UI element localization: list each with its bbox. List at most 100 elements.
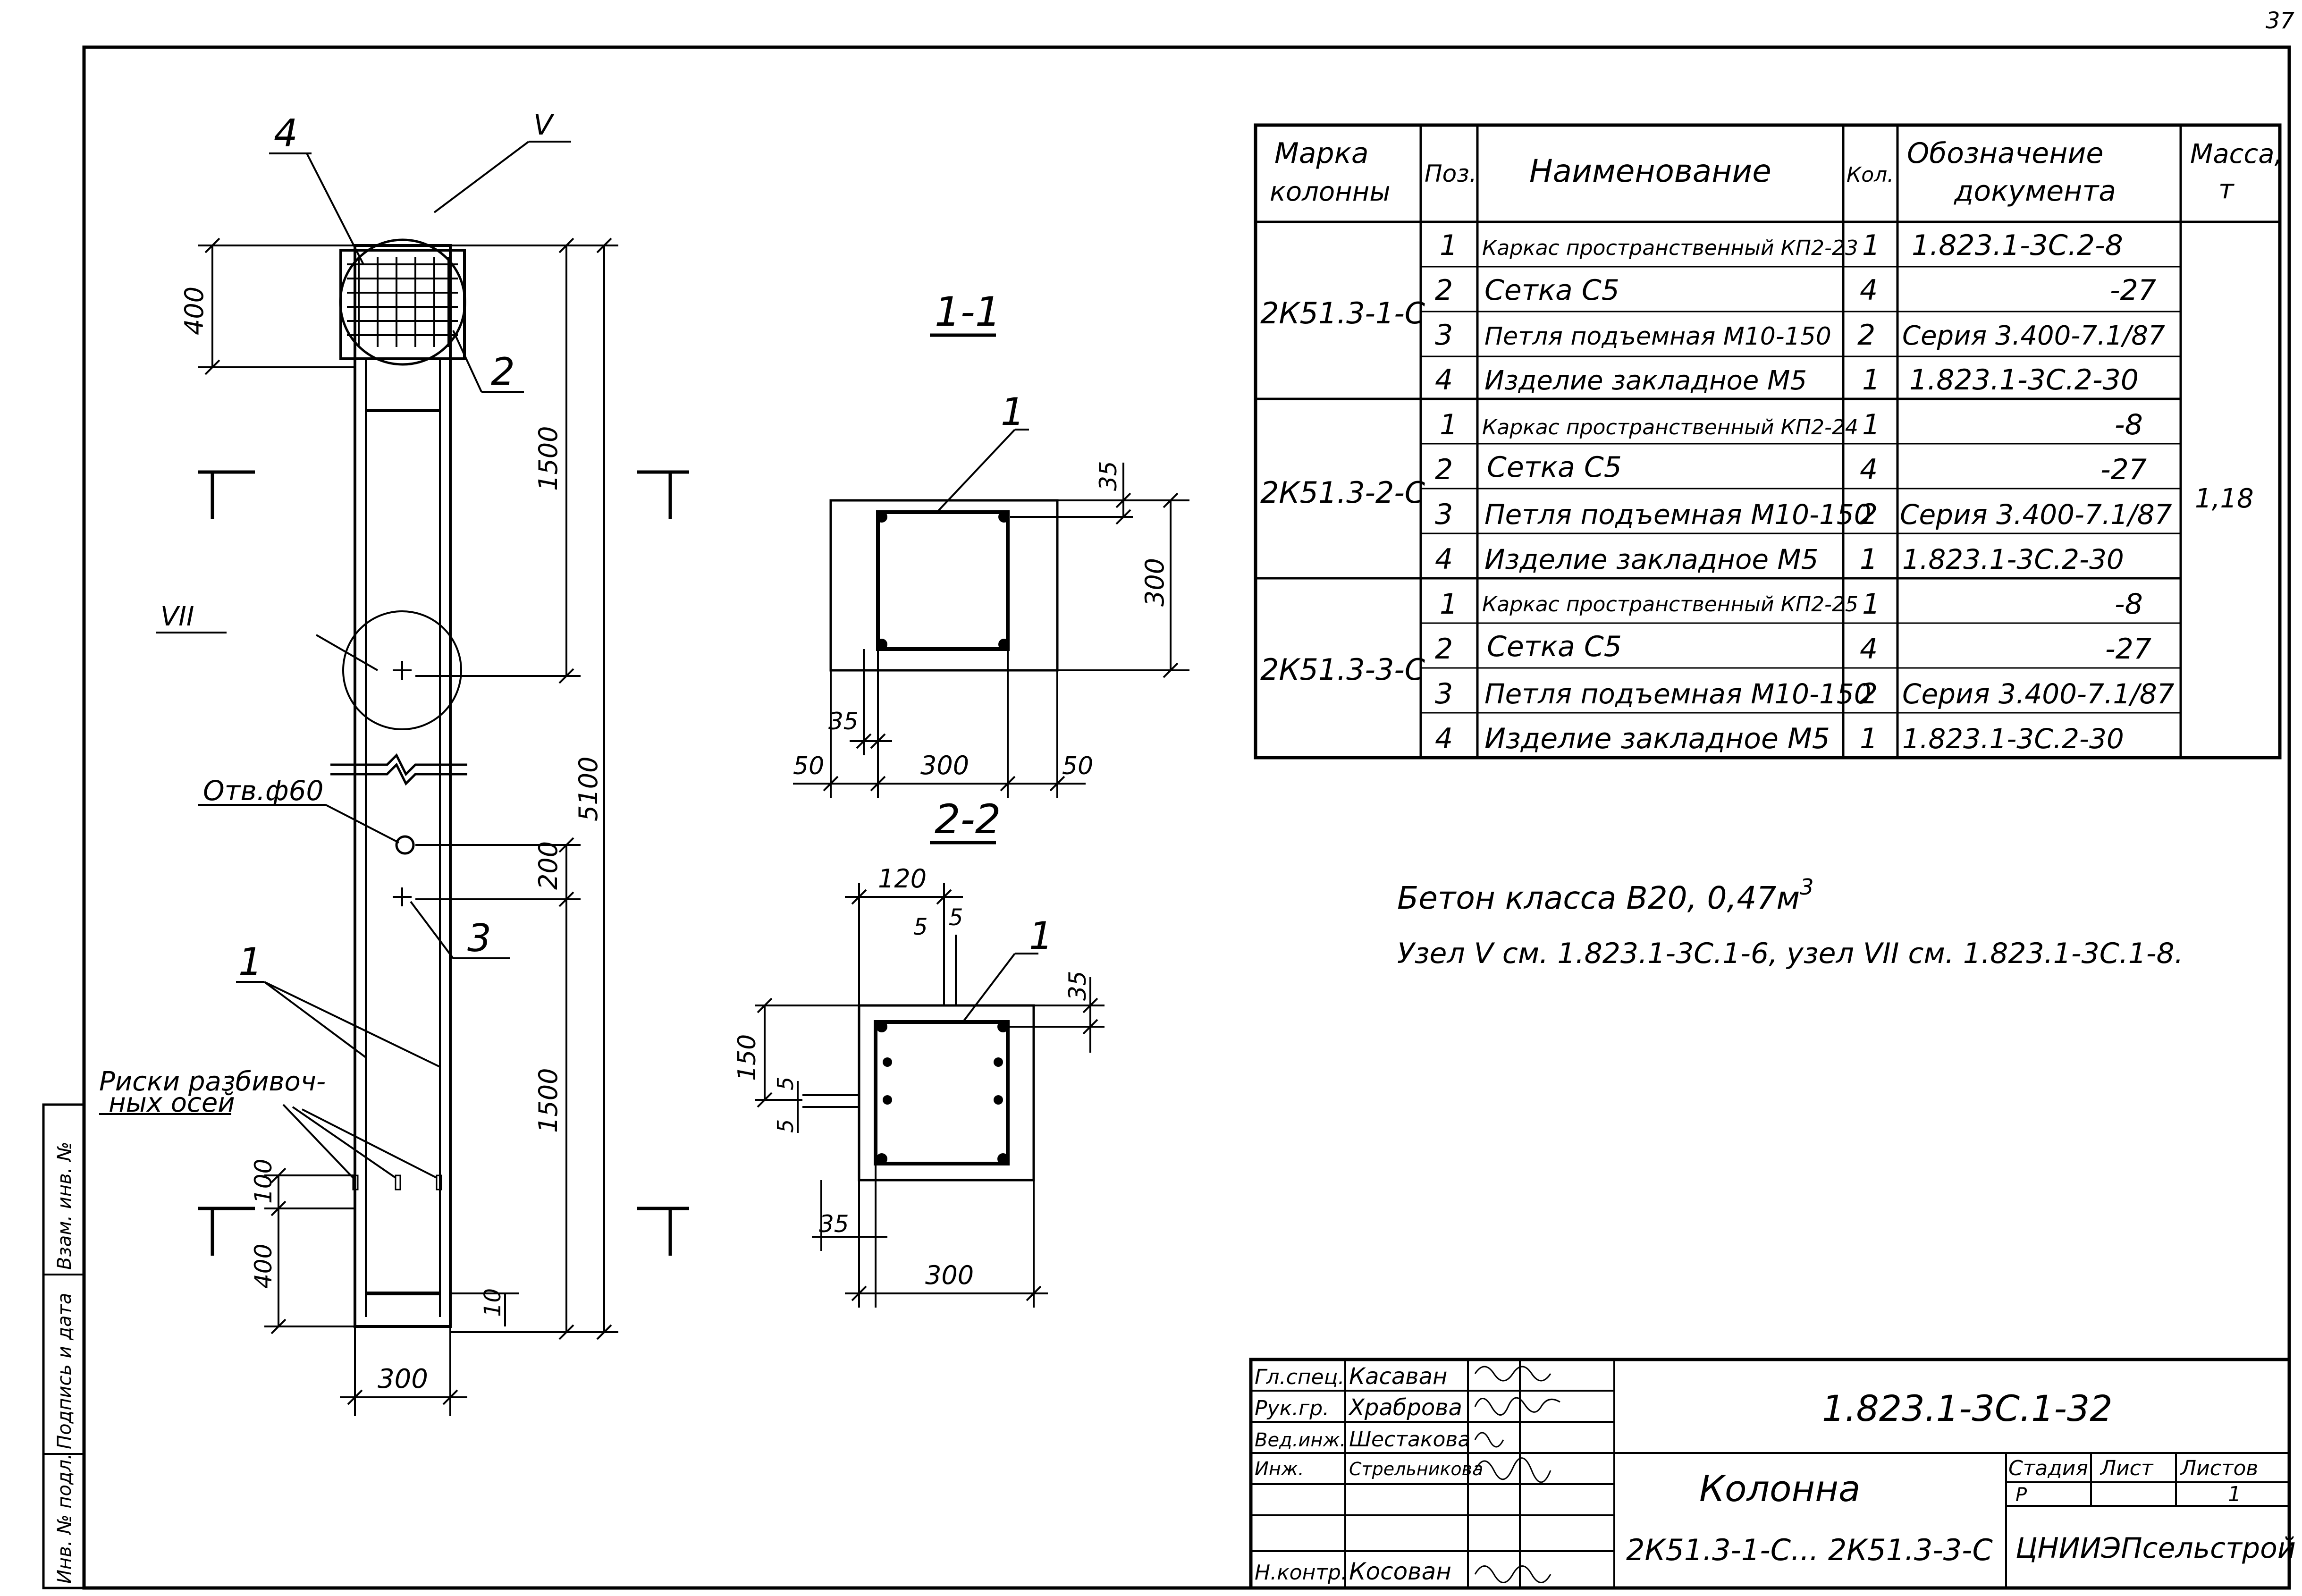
note-concrete-superscript: 3 — [1800, 874, 1813, 900]
g2-r2-qty: 4 — [1860, 453, 1878, 486]
pos-4-label: 4 — [274, 111, 298, 155]
g3-r2-qty: 4 — [1860, 633, 1878, 666]
dim-2-2-35-right: 35 — [1064, 971, 1091, 1001]
g3-r3-name: Петля подъемная М10-150 — [1484, 678, 1872, 710]
signer-7-role: Н.контр. — [1255, 1561, 1348, 1585]
page-number: 37 — [2266, 8, 2295, 34]
g1-r4-doc: 1.823.1-3С.2-30 — [1909, 363, 2139, 397]
sheet-frame — [82, 45, 2291, 1590]
g2-r4-pos: 4 — [1435, 543, 1453, 576]
hdr-doc-1: Обозначение — [1907, 137, 2103, 170]
section-1-1-pos1: 1 — [1001, 390, 1025, 434]
signer-1-name: Касаван — [1349, 1363, 1447, 1390]
dim-200: 200 — [533, 841, 563, 890]
g1-r3-doc: Серия 3.400-7.1/87 — [1902, 321, 2165, 351]
side-stamp-inv-podl: Инв. № подл. — [54, 1453, 76, 1584]
signer-4-role: Инж. — [1255, 1458, 1304, 1480]
node-vii-circle — [342, 610, 462, 730]
elevation-dimensions — [198, 237, 618, 1416]
g1-r2-qty: 4 — [1860, 274, 1878, 307]
hdr-mass-2: т — [2218, 174, 2235, 205]
notes: Бетон класса В20, 0,47м3 Узел V см. 1.82… — [1397, 874, 2184, 970]
hdr-qty: Кол. — [1847, 163, 1894, 187]
g3-r3-doc: Серия 3.400-7.1/87 — [1902, 678, 2175, 710]
dim-1-1-300-h: 300 — [920, 751, 969, 780]
group-2-mark: 2К51.3-2-С — [1260, 475, 1425, 510]
g2-r3-doc: Серия 3.400-7.1/87 — [1900, 498, 2172, 531]
g1-r2-name: Сетка С5 — [1484, 274, 1619, 307]
g3-r1-qty: 1 — [1862, 588, 1880, 621]
note-nodes: Узел V см. 1.823.1-3С.1-6, узел VII см. … — [1397, 937, 2184, 970]
g3-r3-qty: 2 — [1860, 677, 1878, 710]
marks-label-line2: ных осей — [109, 1088, 235, 1118]
signer-7-name: Косован — [1349, 1558, 1451, 1585]
g2-r4-qty: 1 — [1860, 543, 1878, 576]
g1-r3-pos: 3 — [1435, 319, 1453, 352]
signer-3-name: Шестакова — [1349, 1427, 1470, 1452]
dim-400-bot: 400 — [250, 1244, 277, 1289]
dim-1-1-300-v: 300 — [1140, 558, 1170, 607]
dim-1-1-35-top: 35 — [1095, 461, 1122, 491]
g2-r1-pos: 1 — [1440, 408, 1458, 441]
g3-r1-doc: -8 — [2115, 588, 2143, 621]
elevation-leaders — [99, 141, 571, 1179]
dim-1-1-50-right: 50 — [1062, 752, 1093, 780]
dim-2-2-300: 300 — [925, 1260, 974, 1290]
side-stamp-vzam-inv: Взам. инв. № — [54, 1141, 76, 1270]
node-vii-label: VII — [160, 601, 194, 632]
hdr-pos: Поз. — [1425, 160, 1477, 187]
section-2-2-title: 2-2 — [935, 796, 1001, 843]
dim-300-bottom: 300 — [378, 1364, 428, 1394]
designation: 1.823.1-3С.1-32 — [1822, 1387, 2113, 1429]
hdr-mass-1: Масса, — [2190, 139, 2283, 169]
g2-r1-doc: -8 — [2115, 408, 2143, 441]
g1-r2-doc: -27 — [2110, 274, 2156, 307]
g3-r1-name: Каркас пространственный КП2-25 — [1482, 592, 1858, 616]
pos-3-label: 3 — [467, 916, 491, 960]
hdr-mark-1: Марка — [1274, 137, 1369, 170]
drawing-title: Колонна — [1699, 1468, 1860, 1510]
g2-r4-doc: 1.823.1-3С.2-30 — [1902, 543, 2124, 575]
dim-10: 10 — [480, 1288, 506, 1317]
g3-r4-qty: 1 — [1860, 722, 1878, 755]
signer-2-name: Храброва — [1348, 1394, 1462, 1421]
g1-r4-pos: 4 — [1435, 363, 1453, 397]
head-mesh — [347, 257, 458, 347]
dim-1-1-50-left: 50 — [793, 752, 824, 780]
dim-1-1-35-left: 35 — [828, 708, 859, 735]
g1-r4-name: Изделие закладное М5 — [1484, 365, 1807, 396]
pos-1-label: 1 — [238, 940, 262, 984]
g3-r4-pos: 4 — [1435, 722, 1453, 755]
g2-r2-name: Сетка С5 — [1487, 451, 1622, 484]
section-1-1-title: 1-1 — [935, 288, 1001, 336]
group-1-mark: 2К51.3-1-С — [1260, 296, 1425, 330]
note-concrete: Бетон класса В20, 0,47м3 — [1397, 874, 1814, 916]
g1-r1-pos: 1 — [1440, 229, 1458, 262]
g3-r1-pos: 1 — [1440, 588, 1458, 621]
g3-r2-pos: 2 — [1435, 633, 1453, 666]
group-3-mark: 2К51.3-3-С — [1260, 652, 1425, 687]
g1-r1-qty: 1 — [1862, 229, 1880, 262]
stage-label: Стадия — [2008, 1456, 2088, 1480]
dim-5100: 5100 — [573, 757, 603, 821]
g2-r4-name: Изделие закладное М5 — [1484, 543, 1819, 575]
section-2-2: 2-2 — [733, 796, 1105, 1308]
signer-4-name: Стрельникова — [1349, 1459, 1483, 1479]
dim-400-top: 400 — [179, 287, 209, 335]
stage-value: Р — [2015, 1484, 2027, 1506]
g3-r4-name: Изделие закладное М5 — [1484, 722, 1830, 755]
sheets-label: Листов — [2180, 1456, 2258, 1480]
hdr-name: Наименование — [1529, 153, 1771, 189]
signature-scribbles — [1474, 1366, 1560, 1583]
organization: ЦНИИЭПсельстрой — [2015, 1532, 2296, 1565]
signer-2-role: Рук.гр. — [1255, 1396, 1329, 1420]
g3-r3-pos: 3 — [1435, 677, 1453, 710]
g3-r4-doc: 1.823.1-3С.2-30 — [1902, 723, 2124, 755]
dim-100: 100 — [250, 1159, 277, 1204]
g1-r3-name: Петля подъемная М10-150 — [1484, 322, 1831, 351]
g3-r2-doc: -27 — [2105, 633, 2151, 666]
dim-1500-top: 1500 — [533, 426, 563, 491]
g2-r3-qty: 2 — [1860, 498, 1878, 531]
signer-3-role: Вед.инж. — [1255, 1429, 1346, 1451]
